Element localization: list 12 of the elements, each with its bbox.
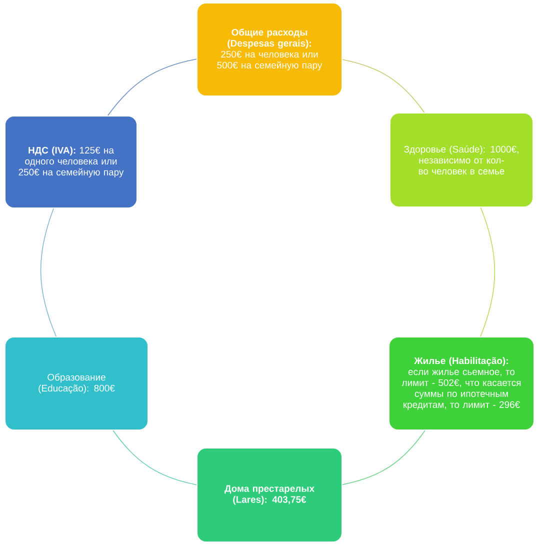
connector-arc bbox=[342, 59, 425, 113]
category-box: Здоровье (Saúde): 1000€, независимо от кол-во человек в семье bbox=[390, 112, 534, 208]
connector-arc bbox=[40, 208, 57, 337]
connector-arc bbox=[342, 430, 426, 485]
category-box: НДС (IVA): 125€ на одного человека или 250€ на семейную пару bbox=[4, 116, 138, 208]
category-box: Жилье (Habilitação): если жилье сьемное, то лимит - 502€, что касается суммы по ипотечным кредитам, то лимит - 296€ bbox=[388, 336, 534, 430]
category-box: Образование (Educação): 800€ bbox=[4, 336, 148, 430]
connector-arc bbox=[107, 58, 197, 116]
category-box: Дома престарелых (Lares): 403,75€ bbox=[196, 448, 342, 542]
connector-arc bbox=[480, 207, 496, 337]
category-box: Общие расходы (Despesas gerais): 250€ на человека или 500€ на семейную пару bbox=[196, 2, 342, 96]
connector-arc bbox=[112, 430, 197, 486]
